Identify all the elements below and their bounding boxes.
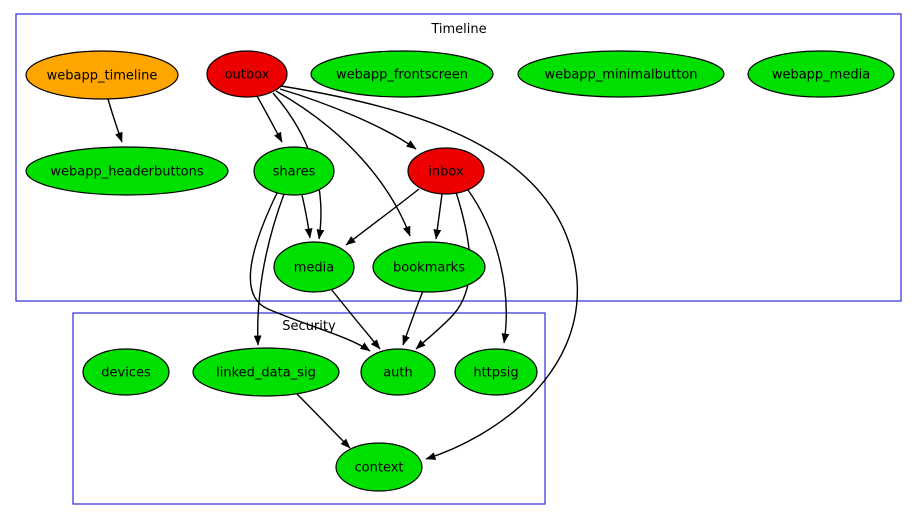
node-shares-shape [253, 146, 335, 196]
cluster-timeline-border [15, 13, 902, 302]
node-webapp_media-label: webapp_media [772, 68, 870, 83]
node-bookmarks: bookmarks [372, 241, 486, 293]
node-context-shape [335, 442, 423, 492]
node-httpsig-shape [454, 348, 538, 396]
node-devices-label: devices [101, 366, 151, 381]
node-outbox: outbox [206, 50, 288, 98]
node-linked_data_sig-shape [192, 347, 340, 397]
cluster-security-border [72, 312, 546, 505]
node-linked_data_sig-label: linked_data_sig [216, 366, 316, 381]
node-auth-label: auth [383, 366, 413, 381]
edge-shares-auth [249, 192, 371, 352]
node-shares: shares [253, 146, 335, 196]
node-inbox-shape [407, 147, 485, 195]
edge-outbox-bookmarks [275, 90, 411, 237]
node-webapp_media: webapp_media [747, 50, 895, 98]
node-inbox-label: inbox [428, 165, 464, 180]
node-context: context [335, 442, 423, 492]
node-linked_data_sig: linked_data_sig [192, 347, 340, 397]
cluster-timeline-label: Timeline [430, 22, 486, 37]
node-webapp_timeline: webapp_timeline [25, 50, 179, 100]
node-webapp_minimalbutton: webapp_minimalbutton [517, 50, 725, 98]
edge-outbox-context [280, 85, 578, 460]
node-context-label: context [355, 461, 404, 476]
edges-layer [107, 85, 578, 460]
node-httpsig: httpsig [454, 348, 538, 396]
edge-outbox-inbox [279, 88, 417, 150]
edge-inbox-httpsig [467, 189, 510, 344]
edge-inbox-bookmarks [433, 193, 443, 240]
node-devices-shape [82, 348, 170, 396]
edge-shares-linked_data_sig [253, 193, 285, 346]
edge-outbox-shares [256, 95, 283, 143]
node-webapp_frontscreen-shape [310, 50, 494, 98]
node-webapp_minimalbutton-shape [517, 50, 725, 98]
node-webapp_frontscreen: webapp_frontscreen [310, 50, 494, 98]
edge-webapp_timeline-webapp_headerbuttons [107, 98, 123, 143]
node-shares-label: shares [273, 165, 316, 180]
node-media-label: media [294, 261, 335, 276]
node-webapp_minimalbutton-label: webapp_minimalbutton [544, 68, 697, 83]
node-inbox: inbox [407, 147, 485, 195]
node-httpsig-label: httpsig [473, 366, 518, 381]
node-outbox-label: outbox [225, 68, 270, 83]
edge-media-auth [330, 288, 381, 350]
node-auth: auth [360, 348, 436, 396]
node-webapp_timeline-label: webapp_timeline [47, 69, 158, 84]
node-devices: devices [82, 348, 170, 396]
node-media: media [273, 241, 355, 293]
edge-inbox-media [345, 188, 420, 246]
node-webapp_headerbuttons-shape [25, 146, 229, 196]
edge-bookmarks-auth [402, 290, 424, 346]
edge-linked_data_sig-context [296, 393, 351, 449]
node-bookmarks-label: bookmarks [393, 261, 465, 276]
node-webapp_headerbuttons: webapp_headerbuttons [25, 146, 229, 196]
node-bookmarks-shape [372, 241, 486, 293]
node-webapp_media-shape [747, 50, 895, 98]
node-auth-shape [360, 348, 436, 396]
edge-shares-media [301, 194, 313, 239]
node-webapp_headerbuttons-label: webapp_headerbuttons [50, 165, 204, 180]
node-media-shape [273, 241, 355, 293]
edge-inbox-auth [415, 191, 471, 350]
node-outbox-shape [206, 50, 288, 98]
node-webapp_frontscreen-label: webapp_frontscreen [336, 68, 468, 83]
node-webapp_timeline-shape [25, 50, 179, 100]
